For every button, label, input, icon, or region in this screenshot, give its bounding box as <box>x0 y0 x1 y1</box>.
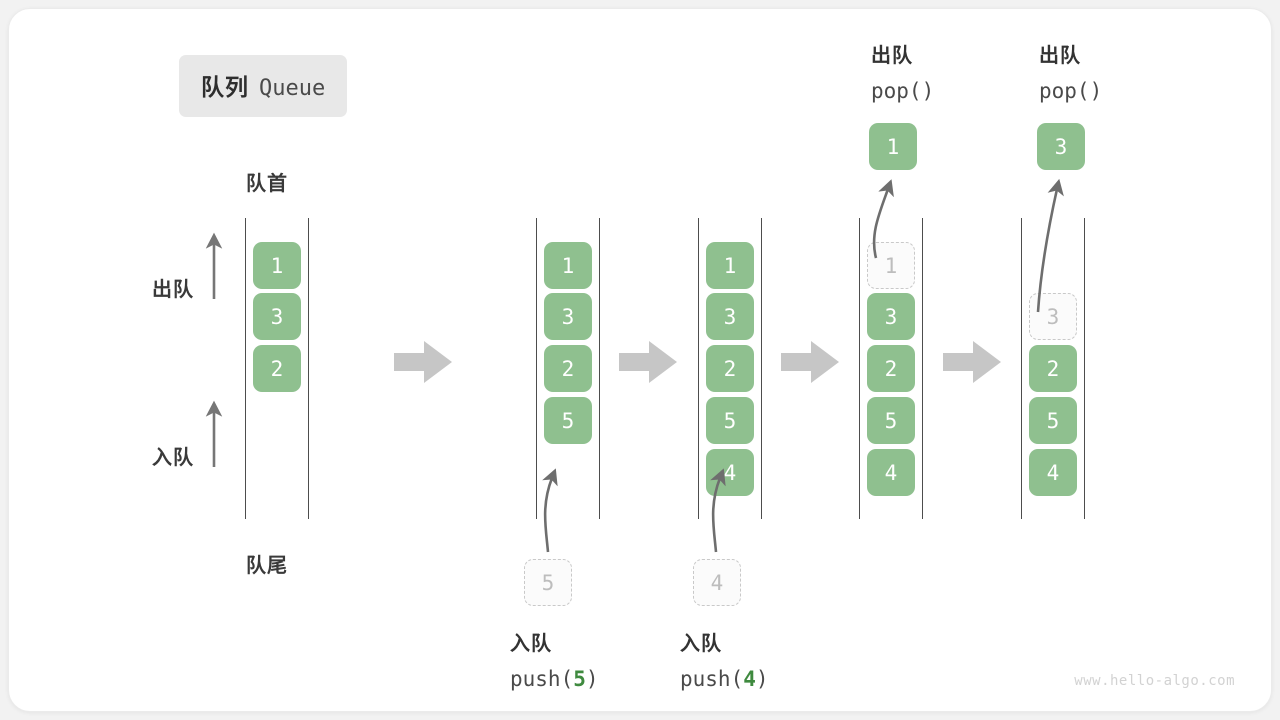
operation-cn: 入队 <box>510 633 552 655</box>
queue-cell: 4 <box>706 449 754 496</box>
watermark: www.hello-algo.com <box>1074 673 1235 689</box>
rail-left-icon <box>698 218 699 519</box>
rail-right-icon <box>922 218 923 519</box>
rail-left-icon <box>859 218 860 519</box>
operation-caption-push-4: 入队 push(4) <box>680 627 769 697</box>
queue-tail-label: 队尾 <box>246 555 288 577</box>
operation-code: pop() <box>1039 79 1103 103</box>
queue-cell: 5 <box>1029 397 1077 444</box>
rail-right-icon <box>599 218 600 519</box>
popped-cell-1: 1 <box>869 123 917 170</box>
queue-cell: 4 <box>867 449 915 496</box>
rail-right-icon <box>1084 218 1085 519</box>
queue-cell: 3 <box>253 293 301 340</box>
queue-cell: 1 <box>706 242 754 289</box>
operation-cn: 出队 <box>1039 45 1081 67</box>
operation-caption-pop-3: 出队 pop() <box>1039 39 1102 109</box>
operation-cn: 出队 <box>871 45 913 67</box>
step-arrow-4-icon <box>943 341 1001 383</box>
queue-cell: 4 <box>1029 449 1077 496</box>
step-arrow-3-icon <box>781 341 839 383</box>
operation-caption-pop-1: 出队 pop() <box>871 39 934 109</box>
rail-right-icon <box>761 218 762 519</box>
rail-left-icon <box>1021 218 1022 519</box>
operation-code: push(5) <box>510 667 599 691</box>
queue-cell-ghost: 3 <box>1029 293 1077 340</box>
title-cn: 队列 <box>201 74 249 100</box>
queue-cell: 2 <box>544 345 592 392</box>
queue-cell: 5 <box>867 397 915 444</box>
operation-code: push(4) <box>680 667 769 691</box>
queue-cell: 3 <box>706 293 754 340</box>
rail-left-icon <box>536 218 537 519</box>
operation-caption-push-5: 入队 push(5) <box>510 627 599 697</box>
rail-right-icon <box>308 218 309 519</box>
push-5-arrow-icon <box>542 468 558 553</box>
operation-code: pop() <box>871 79 935 103</box>
enqueue-side-label: 入队 <box>152 447 194 469</box>
step-arrow-2-icon <box>619 341 677 383</box>
popped-cell-3: 3 <box>1037 123 1085 170</box>
step-arrow-1-icon <box>394 341 452 383</box>
title-en: Queue <box>259 76 326 101</box>
pending-push-cell-5: 5 <box>524 559 572 606</box>
queue-cell: 2 <box>1029 345 1077 392</box>
queue-cell: 2 <box>253 345 301 392</box>
queue-cell: 1 <box>253 242 301 289</box>
pending-push-cell-4: 4 <box>693 559 741 606</box>
dequeue-side-label: 出队 <box>152 279 194 301</box>
queue-cell-ghost: 1 <box>867 242 915 289</box>
diagram-title-badge: 队列 Queue <box>179 55 348 117</box>
queue-cell: 2 <box>706 345 754 392</box>
queue-cell: 5 <box>544 397 592 444</box>
operation-cn: 入队 <box>680 633 722 655</box>
queue-cell: 3 <box>544 293 592 340</box>
rail-left-icon <box>245 218 246 519</box>
queue-head-label: 队首 <box>246 173 288 195</box>
queue-cell: 1 <box>544 242 592 289</box>
queue-cell: 5 <box>706 397 754 444</box>
queue-cell: 3 <box>867 293 915 340</box>
diagram-card: 队列 Queue 队首 队尾 出队 入队 1 3 2 1 3 2 5 1 3 2… <box>8 8 1272 712</box>
queue-cell: 2 <box>867 345 915 392</box>
